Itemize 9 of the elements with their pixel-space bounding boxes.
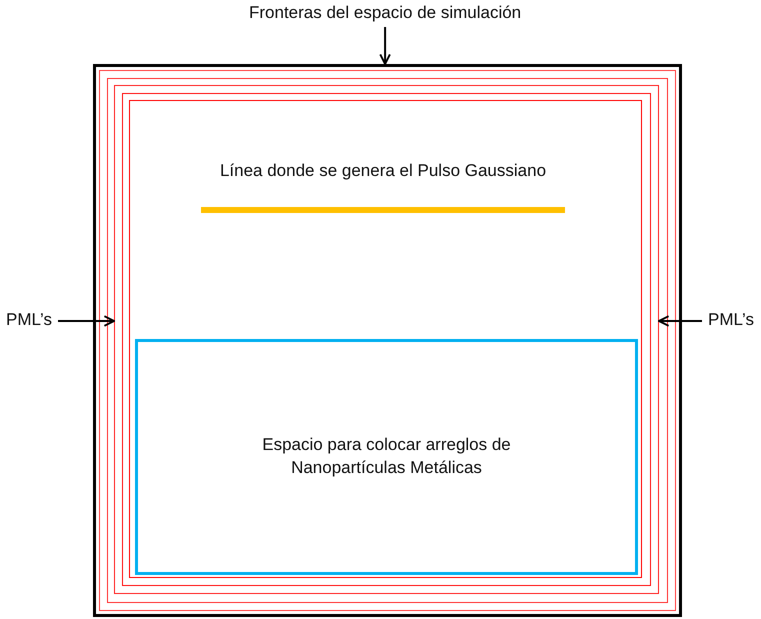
pml-label: PML’s [708,310,754,330]
arrow [658,315,702,327]
arrow [379,27,391,65]
nanoparticle-region [135,339,638,575]
pml-label: PML’s [6,310,52,330]
region-label: Espacio para colocar arreglos de Nanopartículas Metálicas [262,434,512,479]
source-line-label: Línea donde se genera el Pulso Gaussiano [218,161,548,181]
arrow [58,315,115,327]
boundary-label: Fronteras del espacio de simulación [249,3,522,23]
